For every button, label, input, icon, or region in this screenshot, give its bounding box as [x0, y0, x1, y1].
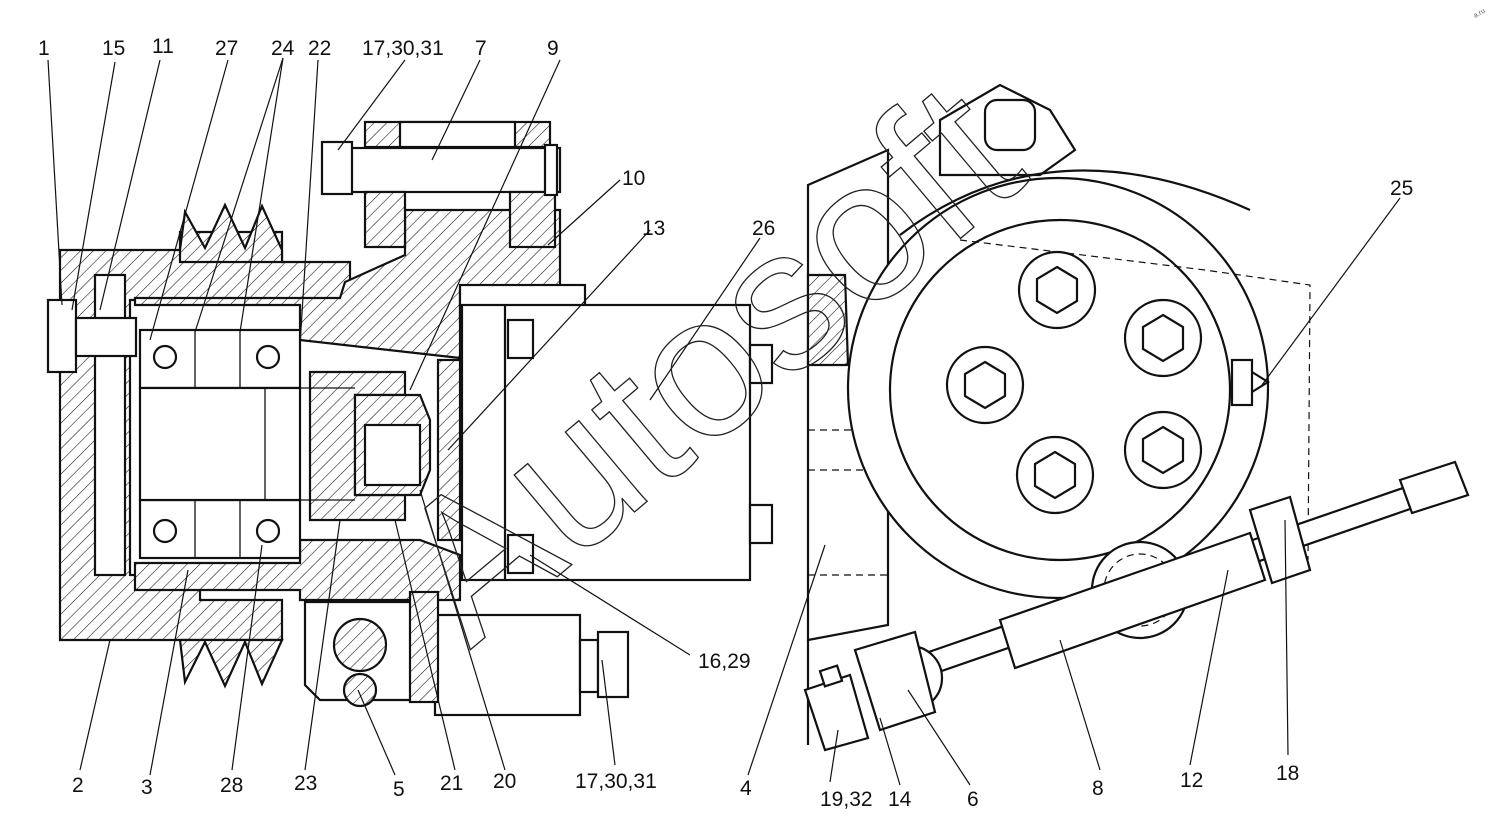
- callout-17-30-31-bottom: 17,30,31: [575, 770, 657, 793]
- coupling-core: [363, 423, 422, 487]
- rod-tip-cap: [818, 664, 844, 688]
- callout-10: 10: [622, 167, 645, 190]
- pump-bolt-top[interactable]: [506, 318, 535, 360]
- lower-washer: [578, 638, 600, 694]
- bleed-tip: [1251, 371, 1271, 393]
- bearing-bottom: [138, 498, 302, 560]
- callout-5: 5: [393, 778, 405, 801]
- pump-cover: [846, 176, 1270, 600]
- upper-bolt[interactable]: [983, 98, 1037, 152]
- callout-14: 14: [888, 788, 912, 811]
- callout-23: 23: [294, 772, 317, 795]
- rod-end: [1398, 460, 1470, 515]
- bolt-head-top[interactable]: [320, 140, 354, 196]
- hidden-outline: [959, 239, 1311, 561]
- housing-arc: [899, 169, 1251, 236]
- callout-24: 24: [271, 37, 295, 60]
- nut-1[interactable]: [46, 298, 78, 374]
- callout-12: 12: [1180, 769, 1203, 792]
- ball-3: [152, 518, 178, 544]
- callout-28: 28: [220, 774, 243, 797]
- corner-mark: a.ru: [1473, 8, 1487, 20]
- ball-2: [255, 344, 281, 370]
- callout-16-29: 16,29: [698, 650, 751, 673]
- callout-17-30-31-top: 17,30,31: [362, 37, 444, 60]
- cover-bolt[interactable]: [1123, 410, 1203, 490]
- callout-15: 15: [102, 37, 125, 60]
- rod-sleeve: [998, 531, 1267, 670]
- callout-21: 21: [440, 772, 463, 795]
- cover-inner-circle: [888, 218, 1232, 562]
- callout-7: 7: [475, 37, 487, 60]
- plate-section: [806, 273, 850, 367]
- lower-bolt-head[interactable]: [596, 630, 630, 699]
- clamp-right-jaw: [508, 190, 557, 249]
- lower-tension-block: [433, 613, 582, 717]
- pump-nut-top[interactable]: [748, 343, 774, 385]
- callouts-top: 1 15 11 27 24 22 17,30,31 7 9: [38, 35, 559, 60]
- callout-26: 26: [752, 217, 775, 240]
- callout-8: 8: [1092, 777, 1104, 800]
- end-view: [803, 83, 1470, 752]
- cover-bolt[interactable]: [1123, 298, 1203, 378]
- hinge-roller: [342, 672, 378, 708]
- bearing-top: [138, 328, 302, 390]
- callout-20: 20: [493, 770, 516, 793]
- callout-27: 27: [215, 37, 238, 60]
- cover-bolt[interactable]: [945, 345, 1025, 425]
- bleed-fitting[interactable]: [1230, 358, 1254, 407]
- callout-22: 22: [308, 37, 331, 60]
- pump-nut-bottom[interactable]: [748, 503, 774, 545]
- clamp-block-slot: [398, 120, 517, 149]
- pulley-grooves-top: [178, 202, 284, 264]
- cover-bolt[interactable]: [1017, 250, 1097, 330]
- callouts-middle: 10 13 26 25 16,29: [622, 167, 1413, 673]
- callout-11: 11: [152, 35, 174, 58]
- lower-plate: [408, 590, 440, 704]
- callouts-bottom: 2 3 28 23 5 21 20 17,30,31 4 19,32 14 6 …: [72, 762, 1299, 811]
- section-view: [46, 120, 774, 717]
- leader-lines: [47, 57, 1401, 786]
- hinge-pin: [332, 617, 388, 673]
- callout-6: 6: [967, 788, 979, 811]
- gasket-13: [436, 358, 462, 542]
- cover-bolt[interactable]: [1015, 435, 1095, 515]
- clamp-left-jaw: [363, 190, 407, 249]
- bolt-washer-top: [543, 143, 559, 197]
- callout-18: 18: [1276, 762, 1299, 785]
- rod-nut-18[interactable]: [1248, 495, 1312, 585]
- drive-shaft: [138, 386, 302, 502]
- callout-4: 4: [740, 777, 752, 800]
- callout-3: 3: [141, 776, 153, 799]
- tension-bolt[interactable]: [348, 146, 562, 194]
- pump-bolt-bottom[interactable]: [506, 533, 535, 575]
- callout-19-32: 19,32: [820, 788, 873, 811]
- ball-4: [255, 518, 281, 544]
- callout-25: 25: [1390, 177, 1413, 200]
- shaft-end: [74, 316, 138, 358]
- callout-13: 13: [642, 217, 665, 240]
- callout-1: 1: [38, 37, 50, 60]
- callout-9: 9: [547, 37, 559, 60]
- callout-2: 2: [72, 774, 84, 797]
- nut-14[interactable]: [853, 630, 937, 732]
- ball-1: [152, 344, 178, 370]
- pulley-grooves-bottom: [178, 638, 284, 689]
